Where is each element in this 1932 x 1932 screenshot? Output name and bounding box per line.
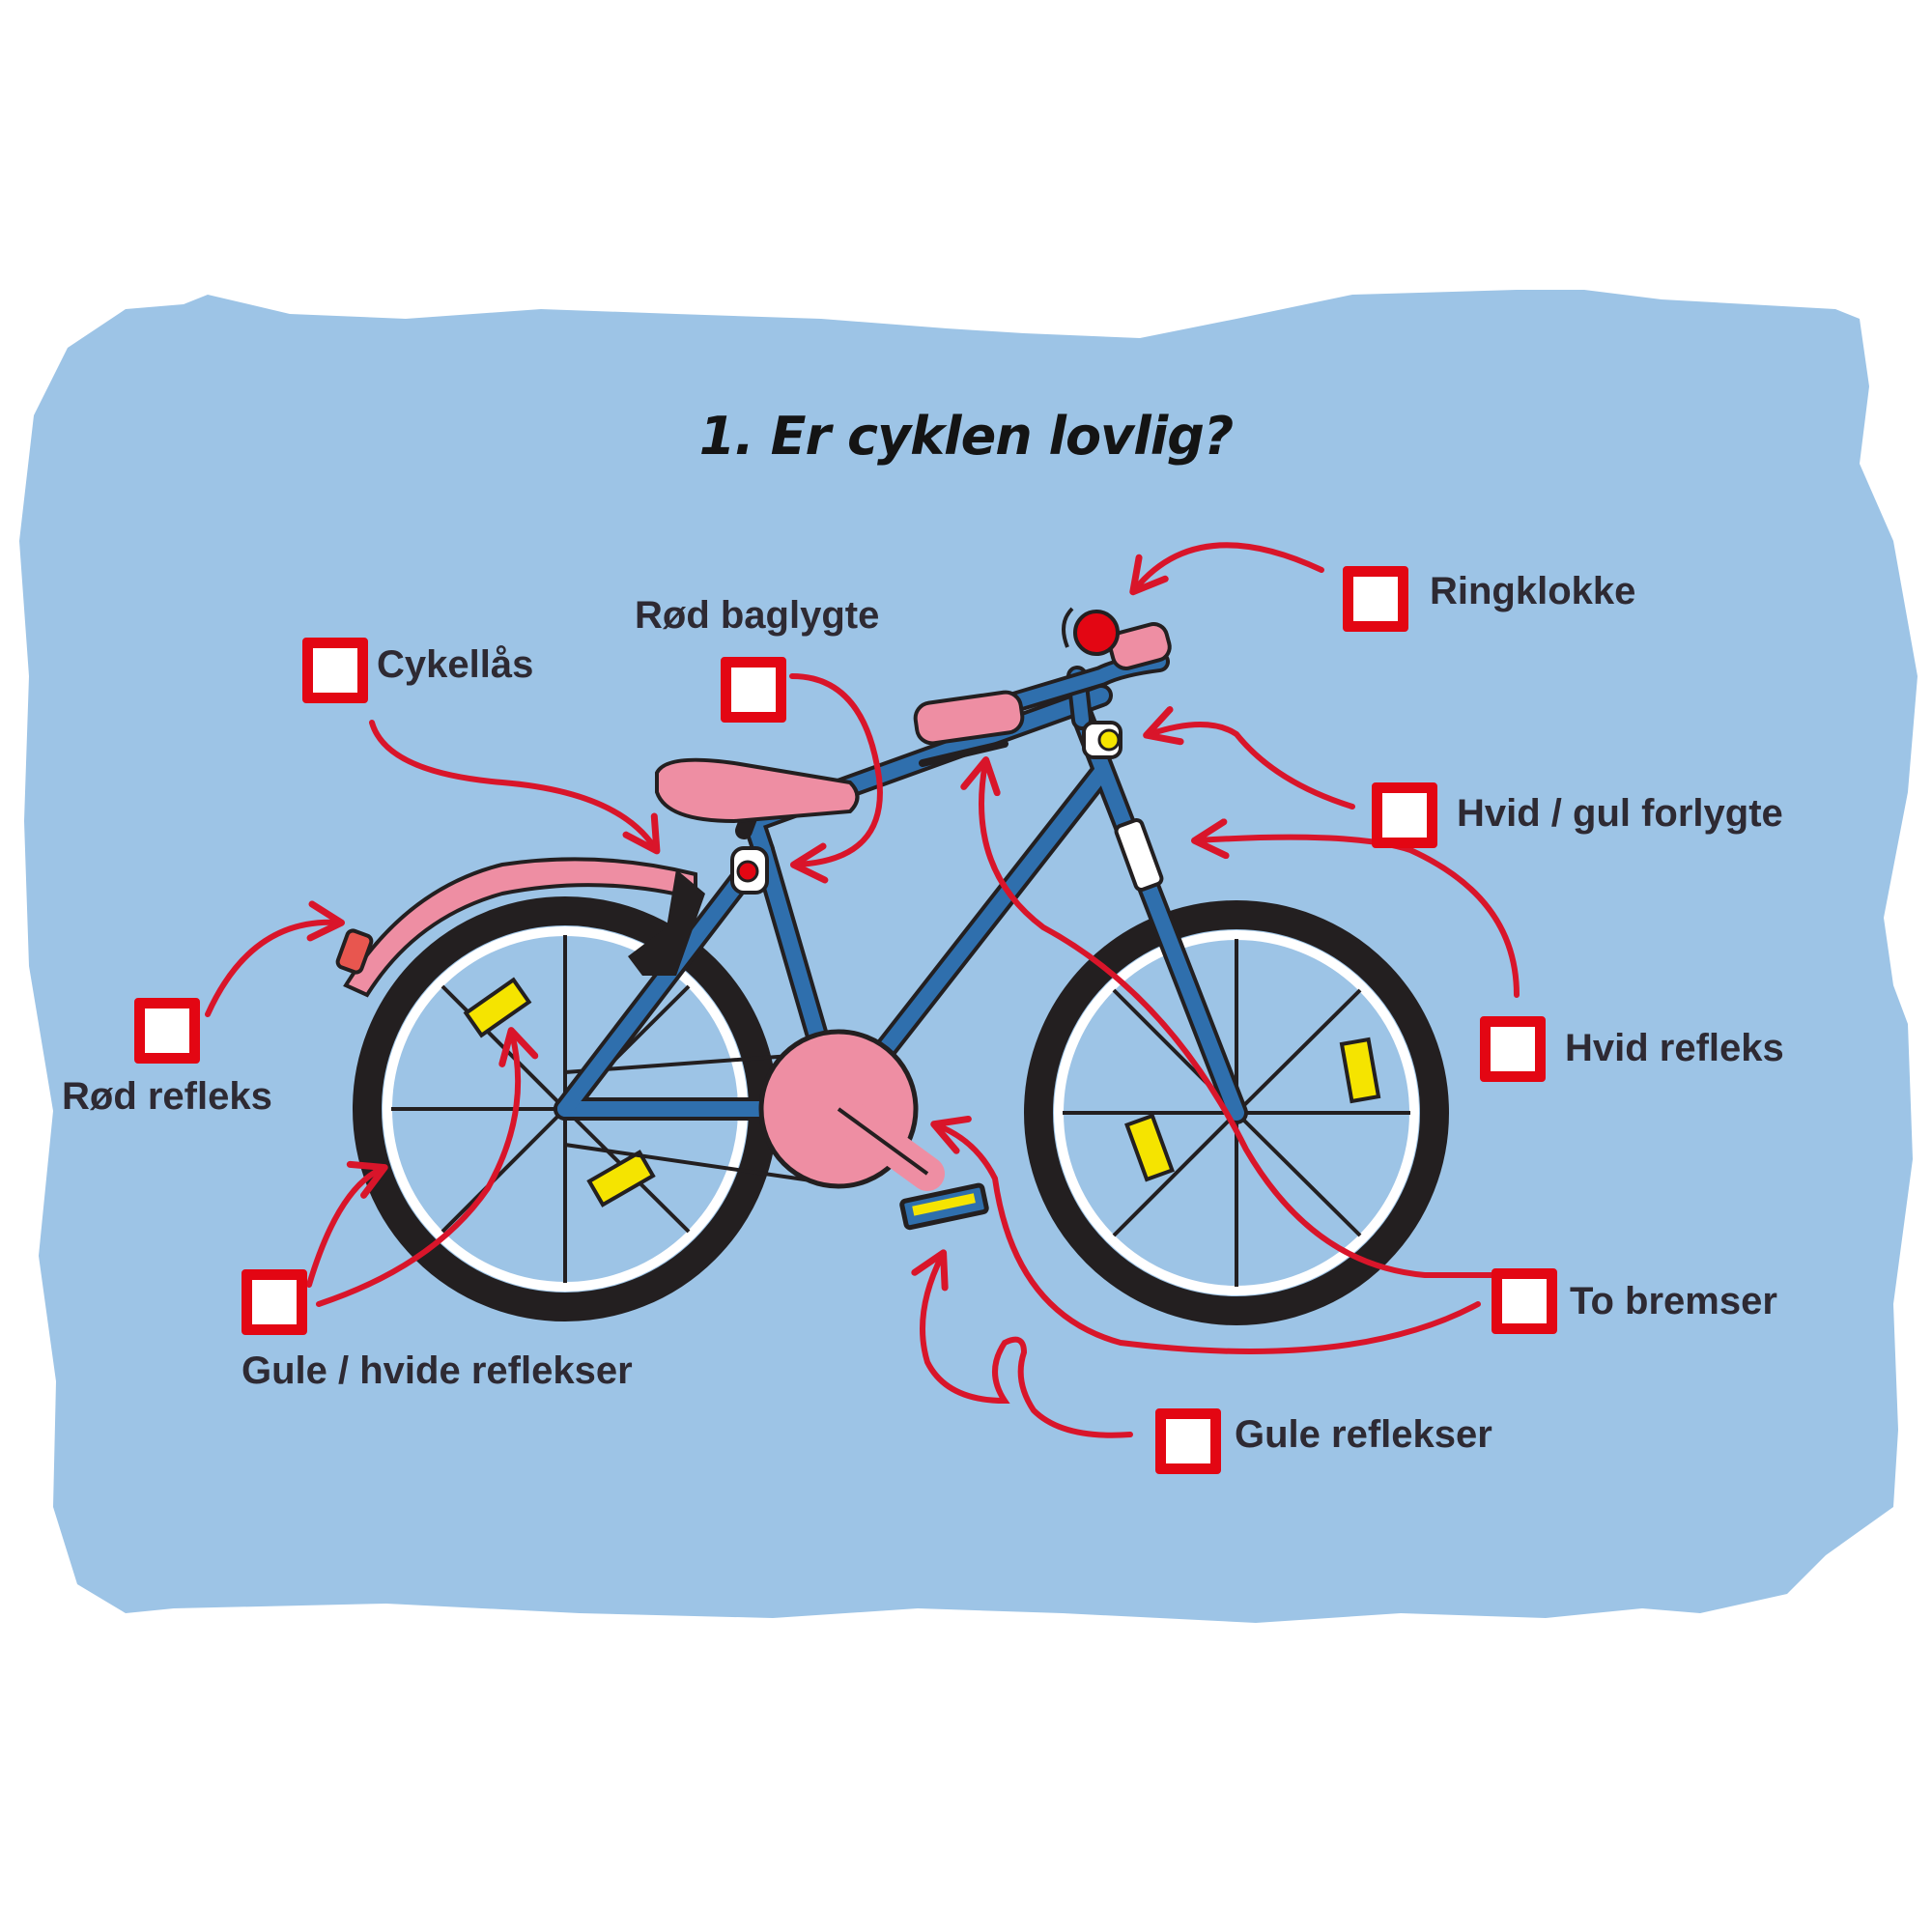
- label-rod-refleks: Rød refleks: [62, 1075, 272, 1118]
- bell: [1073, 610, 1120, 656]
- seat: [655, 757, 860, 824]
- annotation-arrows: [205, 542, 1520, 1438]
- checkbox-to-bremser[interactable]: [1492, 1268, 1557, 1334]
- checkbox-rod-refleks[interactable]: [134, 998, 200, 1064]
- label-cykellas: Cykellås: [377, 643, 534, 686]
- spoke-reflectors: [463, 977, 1381, 1208]
- arrow-rod-baglygte: [789, 673, 883, 884]
- checkbox-cykellas[interactable]: [302, 638, 368, 703]
- label-gule-hvide-reflekser: Gule / hvide reflekser: [242, 1350, 633, 1392]
- label-hvid-refleks: Hvid refleks: [1565, 1027, 1784, 1069]
- arrow-gule-reflekser-2: [930, 1115, 1481, 1354]
- checkbox-gule-hvide-reflekser[interactable]: [242, 1269, 307, 1335]
- arrow-hvid-refleks: [1191, 818, 1520, 998]
- checkbox-gule-reflekser[interactable]: [1155, 1408, 1221, 1474]
- label-ringklokke: Ringklokke: [1430, 570, 1636, 612]
- left-grip: [913, 690, 1025, 746]
- label-gule-reflekser: Gule reflekser: [1235, 1413, 1492, 1456]
- arrow-gule-reflekser-1: [911, 1249, 1133, 1438]
- label-to-bremser: To bremser: [1570, 1280, 1777, 1322]
- arrow-ringklokke: [1129, 542, 1324, 596]
- checkbox-rod-baglygte[interactable]: [721, 657, 786, 723]
- checkbox-hvid-refleks[interactable]: [1480, 1016, 1546, 1082]
- front-wheel: [1024, 900, 1449, 1325]
- fender-reflector: [335, 928, 374, 975]
- arrow-gule-hvide-2: [316, 1027, 539, 1307]
- front-reflector: [1114, 818, 1164, 892]
- arrow-cykellas: [369, 720, 661, 855]
- arrow-gule-hvide-1: [306, 1160, 388, 1288]
- checkbox-forlygte[interactable]: [1372, 782, 1437, 848]
- page-title: 1. Er cyklen lovlig?: [698, 406, 1235, 467]
- wheel-lock: [628, 869, 705, 976]
- arrow-to-bremser: [960, 756, 1505, 1278]
- brake-lever: [919, 740, 1009, 767]
- right-grip: [1108, 622, 1172, 670]
- label-rod-baglygte: Rød baglygte: [635, 594, 880, 637]
- label-forlygte: Hvid / gul forlygte: [1457, 792, 1783, 835]
- checkbox-ringklokke[interactable]: [1343, 566, 1408, 632]
- arrow-rod-refleks: [205, 900, 345, 1017]
- arrow-forlygte: [1143, 706, 1355, 810]
